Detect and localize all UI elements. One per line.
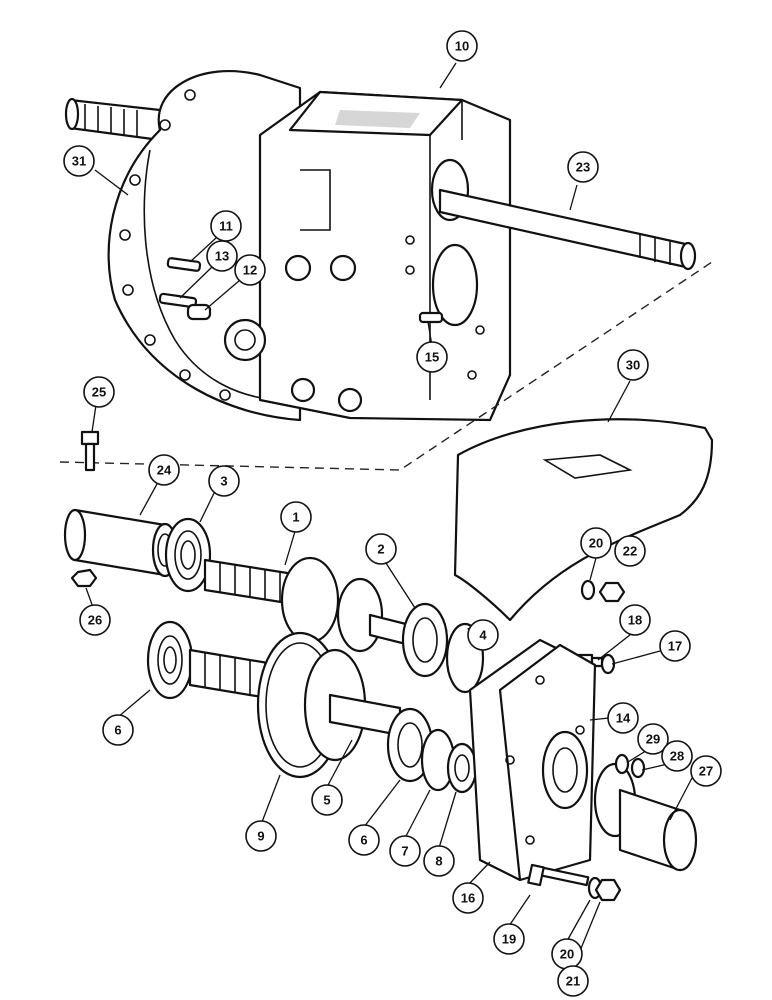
svg-text:6: 6 [360, 833, 367, 848]
callout-10: 10 [446, 30, 478, 62]
callout-15: 15 [416, 341, 448, 373]
bearing-3 [164, 517, 212, 593]
callout-22: 22 [614, 535, 646, 567]
svg-text:21: 21 [566, 974, 580, 989]
callout-13: 13 [206, 240, 238, 272]
svg-text:29: 29 [646, 732, 660, 747]
stud-11 [166, 257, 202, 272]
svg-text:6: 6 [114, 723, 121, 738]
svg-text:20: 20 [589, 536, 603, 551]
svg-text:28: 28 [670, 749, 684, 764]
bolt-25 [80, 430, 100, 472]
svg-text:5: 5 [323, 793, 330, 808]
pin-15 [418, 311, 444, 324]
svg-text:8: 8 [435, 854, 442, 869]
nut-26 [70, 568, 98, 588]
input-gear-shaft-1 [203, 556, 412, 653]
callout-7: 7 [389, 835, 421, 867]
gearbox-housing [223, 90, 512, 422]
callout-14: 14 [607, 702, 639, 734]
callout-30: 30 [617, 349, 649, 381]
callout-29: 29 [637, 723, 669, 755]
callout-27: 27 [690, 755, 722, 787]
svg-text:16: 16 [461, 891, 475, 906]
svg-text:24: 24 [157, 463, 172, 478]
svg-text:27: 27 [699, 764, 713, 779]
callout-6-right: 6 [348, 824, 380, 856]
callout-28: 28 [661, 740, 693, 772]
svg-text:22: 22 [623, 544, 637, 559]
svg-text:20: 20 [560, 947, 574, 962]
svg-text:13: 13 [215, 249, 229, 264]
callout-11: 11 [210, 210, 242, 242]
callout-17: 17 [659, 630, 691, 662]
callout-9: 9 [245, 820, 277, 852]
callout-19: 19 [493, 923, 525, 955]
callout-3: 3 [208, 465, 240, 497]
washer-28 [630, 757, 646, 779]
svg-text:15: 15 [425, 350, 439, 365]
svg-text:12: 12 [243, 263, 257, 278]
callout-25: 25 [83, 376, 115, 408]
svg-text:3: 3 [220, 474, 227, 489]
svg-text:31: 31 [72, 154, 86, 169]
output-shaft [438, 188, 697, 271]
svg-text:14: 14 [616, 711, 631, 726]
nut-21 [594, 878, 622, 902]
callout-18: 18 [619, 604, 651, 636]
callout-20-lower: 20 [551, 938, 583, 970]
callout-23: 23 [567, 151, 599, 183]
svg-text:23: 23 [576, 160, 590, 175]
callout-26: 26 [79, 604, 111, 636]
callout-4: 4 [467, 619, 499, 651]
bolt-19 [527, 863, 590, 887]
callout-31: 31 [63, 145, 95, 177]
seal-8 [446, 742, 478, 794]
svg-text:1: 1 [292, 510, 299, 525]
callout-20-upper: 20 [580, 527, 612, 559]
svg-text:17: 17 [668, 639, 682, 654]
callout-24: 24 [148, 454, 180, 486]
bearing-2 [401, 602, 449, 678]
svg-text:19: 19 [502, 932, 516, 947]
callouts: 10 31 23 11 13 12 15 30 25 24 3 1 2 20 2… [63, 30, 722, 997]
svg-text:10: 10 [455, 39, 469, 54]
input-spline-shaft [64, 97, 162, 142]
bearing-6-left [146, 620, 194, 700]
svg-text:26: 26 [88, 613, 102, 628]
cover-plate-14 [498, 643, 597, 882]
nut-22 [598, 581, 626, 603]
callout-2: 2 [365, 533, 397, 565]
callout-1: 1 [280, 501, 312, 533]
ring-20-upper [580, 579, 596, 601]
callout-12: 12 [234, 254, 266, 286]
guard-30 [453, 418, 714, 622]
svg-text:30: 30 [626, 358, 640, 373]
gearbox-housing-assembly [64, 70, 697, 422]
svg-text:18: 18 [628, 613, 642, 628]
callout-5: 5 [311, 784, 343, 816]
svg-text:4: 4 [479, 628, 487, 643]
svg-text:11: 11 [219, 219, 233, 234]
washer-29 [614, 753, 630, 775]
svg-text:9: 9 [257, 829, 264, 844]
stud-13 [158, 292, 198, 309]
callout-8: 8 [423, 845, 455, 877]
coupling-sleeve-24 [63, 508, 179, 578]
callout-21: 21 [557, 965, 589, 997]
svg-text:25: 25 [92, 385, 106, 400]
svg-text:2: 2 [377, 542, 384, 557]
callout-6-left: 6 [102, 714, 134, 746]
end-cap-27 [593, 762, 698, 872]
svg-text:7: 7 [401, 844, 408, 859]
pin-12 [186, 303, 212, 321]
callout-16: 16 [452, 882, 484, 914]
